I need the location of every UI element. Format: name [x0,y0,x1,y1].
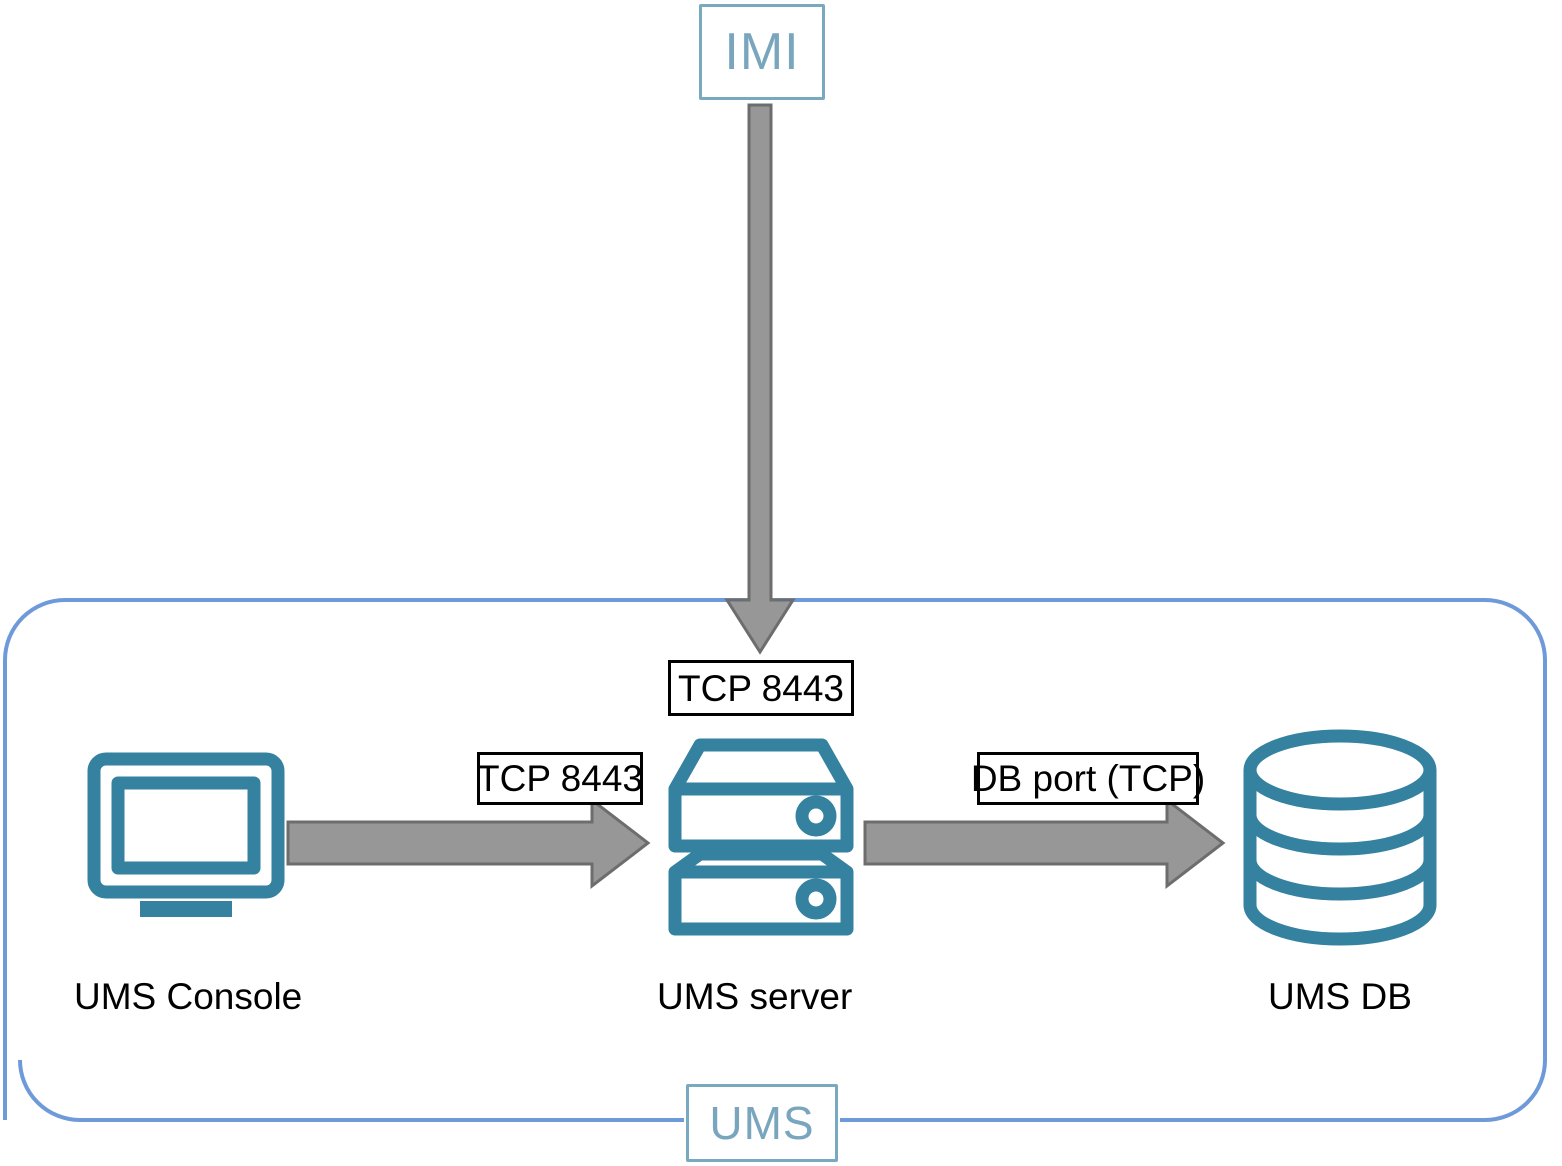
port-label-imi-to-server: TCP 8443 [668,660,854,716]
imi-zone-tag: IMI [699,4,825,100]
node-caption-ums-server: UMS server [657,976,853,1017]
monitor-icon [87,752,285,917]
database-cylinder-icon [1243,729,1437,946]
node-caption-ums-db: UMS DB [1268,976,1412,1017]
arrow-server-to-db [863,796,1226,890]
ums-boundary-shape [2,598,1547,1122]
port-label-server-to-db: DB port (TCP) [971,752,1205,805]
arrow-imi-to-server [724,103,796,655]
port-label-console-to-server: TCP 8443 [477,752,643,805]
node-caption-ums-console: UMS Console [74,976,303,1017]
server-rack-icon [668,738,854,936]
ums-zone-tag: UMS [686,1084,838,1162]
arrow-console-to-server [286,796,651,890]
